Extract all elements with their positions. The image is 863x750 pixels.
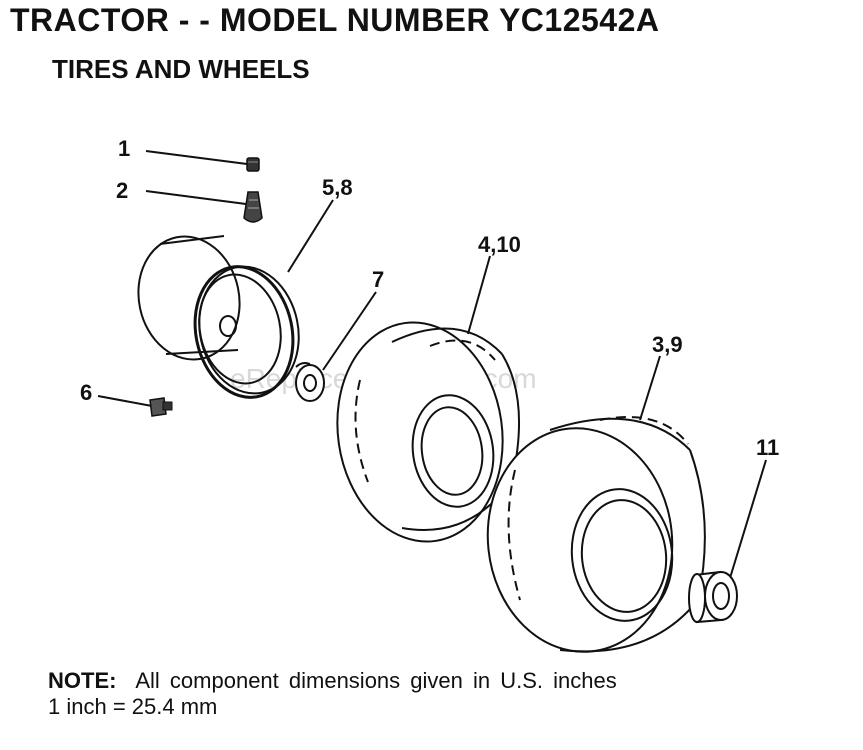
callout-4-10: 4,10 <box>478 232 521 257</box>
rear-tire-part[interactable] <box>477 355 706 661</box>
bushing-part[interactable] <box>688 459 767 624</box>
callout-2: 2 <box>116 178 128 203</box>
note-text: All component dimensions given in U.S. i… <box>135 668 617 693</box>
note-block: NOTE: All component dimensions given in … <box>48 668 617 720</box>
callout-3-9: 3,9 <box>652 332 683 357</box>
callout-6: 6 <box>80 380 92 405</box>
valve-cap-part[interactable] <box>145 150 260 172</box>
callout-11: 11 <box>756 435 779 460</box>
page-subtitle: TIRES AND WHEELS <box>52 54 310 84</box>
page-title: TRACTOR - - MODEL NUMBER YC12542A <box>10 2 660 38</box>
wheel-rim-part[interactable] <box>127 199 334 407</box>
callout-1: 1 <box>118 136 130 161</box>
front-tire-part[interactable] <box>323 255 521 552</box>
grease-fitting-part[interactable] <box>97 395 173 417</box>
callout-5-8: 5,8 <box>322 175 353 200</box>
note-label: NOTE: <box>48 668 117 693</box>
washer-part[interactable] <box>295 291 377 402</box>
callout-7: 7 <box>372 267 384 292</box>
note-line: NOTE: All component dimensions given in … <box>48 668 617 694</box>
unit-conversion: 1 inch = 25.4 mm <box>48 694 218 719</box>
valve-stem-part[interactable] <box>145 190 263 223</box>
